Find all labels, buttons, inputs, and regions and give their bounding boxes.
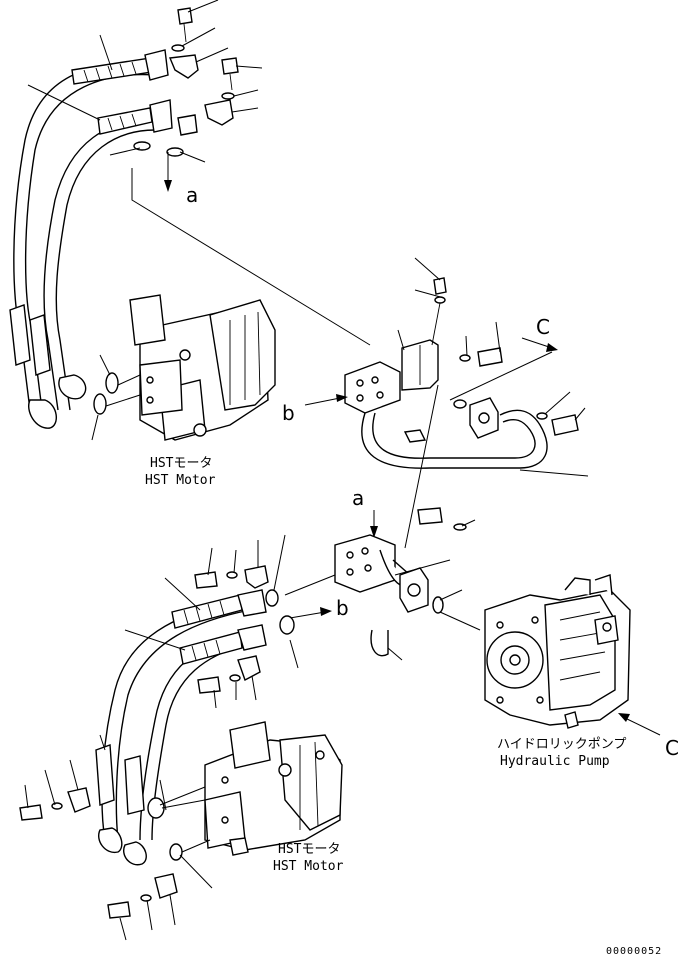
ref-b-lower: b [336, 596, 349, 620]
upper-motor-label-en: HST Motor [145, 473, 216, 488]
ref-a-lower: a [352, 486, 364, 510]
ref-b-upper: b [282, 401, 295, 425]
lower-left-hardware [19, 534, 299, 941]
ref-a-upper: a [186, 183, 198, 207]
arrow-c-upper: C [449, 315, 558, 401]
arrow-c-lower: C [618, 713, 679, 760]
pump-label-en: Hydraulic Pump [500, 754, 610, 769]
lower-hose-assembly [95, 589, 267, 866]
arrow-a-upper: a [164, 152, 198, 207]
upper-motor-label-jp: HSTモータ [150, 456, 212, 471]
lower-motor-label-jp: HSTモータ [278, 842, 340, 857]
lower-block-assembly [284, 507, 481, 661]
drawing-number: 00000052 [606, 946, 662, 957]
arrow-b-lower: b [289, 596, 349, 620]
upper-block-assembly [344, 257, 589, 549]
arrow-a-lower: a [352, 486, 378, 538]
hydraulic-pump: ハイドロリックポンプ Hydraulic Pump [484, 574, 631, 769]
pump-label-jp: ハイドロリックポンプ [497, 737, 626, 752]
ref-line-upper [131, 168, 371, 346]
lower-motor-label-en: HST Motor [273, 859, 344, 874]
arrow-b-upper: b [282, 394, 348, 425]
lower-hst-motor: HSTモータ HST Motor [161, 721, 344, 874]
upper-hose-assembly [9, 49, 173, 429]
upper-top-hardware [27, 0, 263, 163]
ref-c-lower: C [665, 736, 679, 760]
upper-hst-motor: HSTモータ HST Motor [91, 294, 276, 488]
ref-c-upper: C [536, 315, 550, 339]
